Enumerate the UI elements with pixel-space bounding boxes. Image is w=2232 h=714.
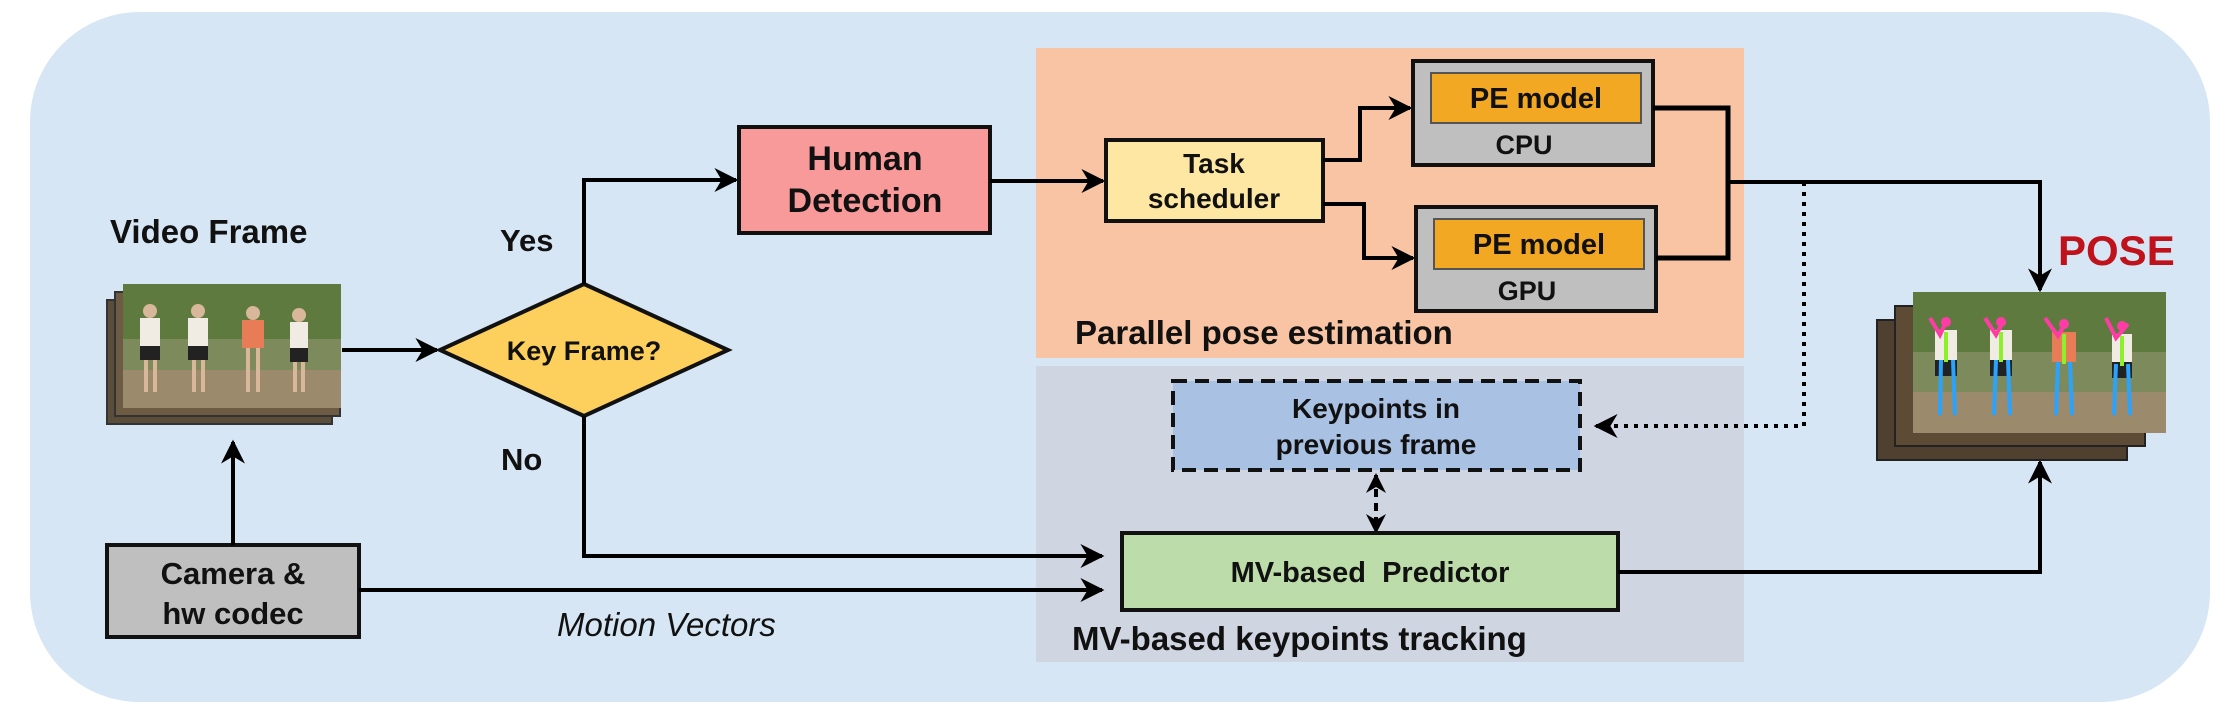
- pe-model-gpu-label: PE model: [1473, 229, 1605, 261]
- no-label: No: [501, 442, 542, 477]
- keypoints-label-line2: previous frame: [1276, 429, 1477, 460]
- scheduler-to-cpu-arrow: [1323, 96, 1413, 162]
- pe-model-gpu-inner: [1433, 218, 1645, 270]
- task-scheduler-label-line2: scheduler: [1148, 183, 1280, 214]
- keypoints-label-line1: Keypoints in: [1292, 393, 1460, 424]
- pose-output-images: [1876, 292, 2166, 461]
- pose-estimation-to-pose-arrow: [1728, 180, 2052, 293]
- video-frame-label: Video Frame: [110, 213, 307, 250]
- key-frame-label: Key Frame?: [507, 336, 662, 366]
- camera-codec-label-line2: hw codec: [162, 596, 303, 631]
- camera-codec-box: [105, 543, 361, 639]
- parallel-pose-estimation-label: Parallel pose estimation: [1075, 314, 1453, 351]
- keypoints-feedback-arrow: [1593, 182, 1806, 438]
- mv-predictor-label: MV-based Predictor: [1231, 557, 1510, 589]
- scheduler-to-gpu-arrow: [1323, 202, 1416, 270]
- gpu-label: GPU: [1498, 276, 1557, 306]
- pose-label: POSE: [2058, 227, 2175, 274]
- mv-predictor-box: [1120, 531, 1620, 612]
- no-arrow: [582, 416, 1105, 568]
- human-detection-label-line1: Human: [807, 140, 922, 178]
- motion-vectors-label: Motion Vectors: [557, 606, 776, 643]
- keypoints-previous-frame-box: [1171, 379, 1582, 472]
- cpu-output-line: [1653, 105, 1731, 182]
- pe-model-cpu-inner: [1430, 72, 1642, 124]
- predictor-to-pose-arrow: [1618, 459, 2052, 574]
- task-scheduler-label-line1: Task: [1183, 148, 1245, 179]
- human-detection-box: [737, 125, 992, 235]
- human-detection-label-line2: Detection: [788, 182, 943, 220]
- yes-label: Yes: [500, 223, 553, 258]
- gpu-output-line: [1656, 182, 1731, 261]
- pose-output-photo: [1913, 292, 2166, 433]
- video-frame-images: [106, 284, 341, 425]
- yes-arrow: [582, 168, 739, 284]
- camera-codec-label-line1: Camera &: [161, 556, 306, 591]
- pe-model-cpu-label: PE model: [1470, 83, 1602, 115]
- video-frame-photo: [123, 284, 341, 408]
- mv-tracking-label: MV-based keypoints tracking: [1072, 620, 1527, 657]
- task-scheduler-box: [1104, 138, 1325, 223]
- cpu-label: CPU: [1495, 130, 1552, 160]
